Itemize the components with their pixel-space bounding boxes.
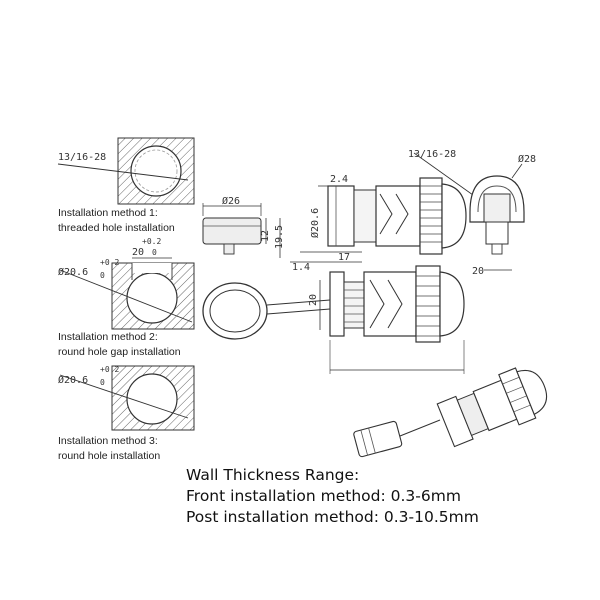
dim-end-20: 20 (472, 266, 484, 277)
method2-leader (59, 269, 193, 323)
spec-heading: Wall Thickness Range: (186, 466, 360, 484)
method3-leader (59, 374, 189, 419)
connector-lower-view: 20 (308, 265, 465, 374)
dim-cap-h2: 19.5 (274, 225, 285, 249)
ring-outer (202, 282, 268, 340)
dim-len-17: 17 (338, 252, 350, 263)
end-stem (485, 221, 509, 245)
lower-gland-body (363, 271, 417, 337)
method1-hole (130, 145, 182, 197)
upper-gland-claws (379, 193, 409, 235)
method1-leader (57, 163, 189, 181)
persp-cap-rib-b (368, 427, 376, 454)
dim-m2-dia: Ø20.6 (58, 266, 88, 278)
cap-body (202, 217, 262, 245)
persp-cap-body (353, 420, 403, 458)
method2-gap (132, 263, 172, 273)
dim-wall-1-4: 1.4 (292, 262, 310, 273)
method1-thread (134, 149, 178, 193)
dim-thread-left: 13/16-28 (58, 152, 106, 163)
ring-strap-top (266, 299, 331, 306)
dim-body-dia: Ø20.6 (309, 208, 321, 238)
dim-m2-gap-tol-top: +0.2 (142, 237, 161, 246)
end-dia-leader (511, 163, 523, 179)
lanyard-ring (202, 282, 331, 340)
method1-figure: 13/16-28 (57, 137, 195, 205)
dim-m2-dia-tol-bot: 0 (100, 271, 105, 280)
method2-figure: Ø20.6 +0.2 0 20 +0.2 0 (58, 237, 195, 330)
thread-right-leader (413, 152, 481, 201)
end-stem-tip (491, 243, 503, 255)
method2-caption-line2: round hole gap installation (58, 346, 181, 358)
method3-figure: Ø20.6 +0.2 0 (58, 365, 195, 431)
spec-post-install: Post installation method: 0.3-10.5mm (186, 508, 479, 526)
dim-lower-20: 20 (308, 294, 319, 306)
dim-top-2-4: 2.4 (330, 174, 348, 185)
lower-dome-nut (439, 271, 465, 337)
dim-end-dia: Ø28 (518, 153, 536, 165)
lower-knurl (415, 265, 441, 343)
cap-side-view: Ø26 12 19.5 (202, 195, 285, 258)
lower-thread (343, 281, 365, 329)
dim-cap-dia: Ø26 (222, 195, 240, 207)
connector-end-view: 13/16-28 Ø28 20 (408, 149, 536, 277)
method3-hole (126, 373, 178, 425)
end-inner-arc (477, 185, 517, 213)
persp-dome (516, 369, 548, 416)
method1-caption-line1: Installation method 1: (58, 207, 158, 219)
lower-knurl-lines (416, 275, 440, 337)
method3-caption-line1: Installation method 3: (58, 435, 158, 447)
method1-caption-line2: threaded hole installation (58, 222, 175, 234)
upper-flange (327, 185, 355, 247)
spec-front-install: Front installation method: 0.3-6mm (186, 487, 461, 505)
ring-inner (209, 289, 261, 333)
dim-m2-gap: 20 (132, 247, 144, 258)
persp-cap (353, 420, 403, 458)
ring-strap-bottom (266, 308, 331, 315)
method2-hole (126, 272, 178, 324)
connector-perspective-view (436, 367, 548, 448)
dim-m2-dia-tol-top: +0.2 (100, 258, 119, 267)
upper-gland-body (375, 185, 421, 247)
dim-m3-dia: Ø20.6 (58, 374, 88, 386)
persp-cap-rib-a (360, 429, 368, 456)
lower-thread-lines (344, 289, 364, 323)
method2-caption-line1: Installation method 2: (58, 331, 158, 343)
upper-knurl (419, 177, 443, 255)
connector-upper-view: 2.4 Ø20.6 1.4 17 (290, 174, 467, 273)
dim-m2-gap-tol-bot: 0 (152, 248, 157, 257)
persp-knurl-lines (502, 376, 531, 413)
dim-m3-dia-tol-bot: 0 (100, 378, 105, 387)
upper-dome-nut (441, 183, 467, 249)
upper-knurl-lines (420, 185, 442, 243)
cap-lanyard-stub (223, 243, 235, 255)
lower-gland-claws (369, 279, 403, 329)
end-insert (483, 193, 511, 223)
dim-cap-h1: 12 (260, 230, 271, 242)
upper-nut (353, 189, 377, 243)
dim-thread-right: 13/16-28 (408, 149, 456, 160)
lower-flange (329, 271, 345, 337)
dim-m3-dia-tol-top: +0.2 (100, 365, 119, 374)
method3-caption-line2: round hole installation (58, 450, 160, 462)
persp-lanyard (399, 419, 441, 437)
